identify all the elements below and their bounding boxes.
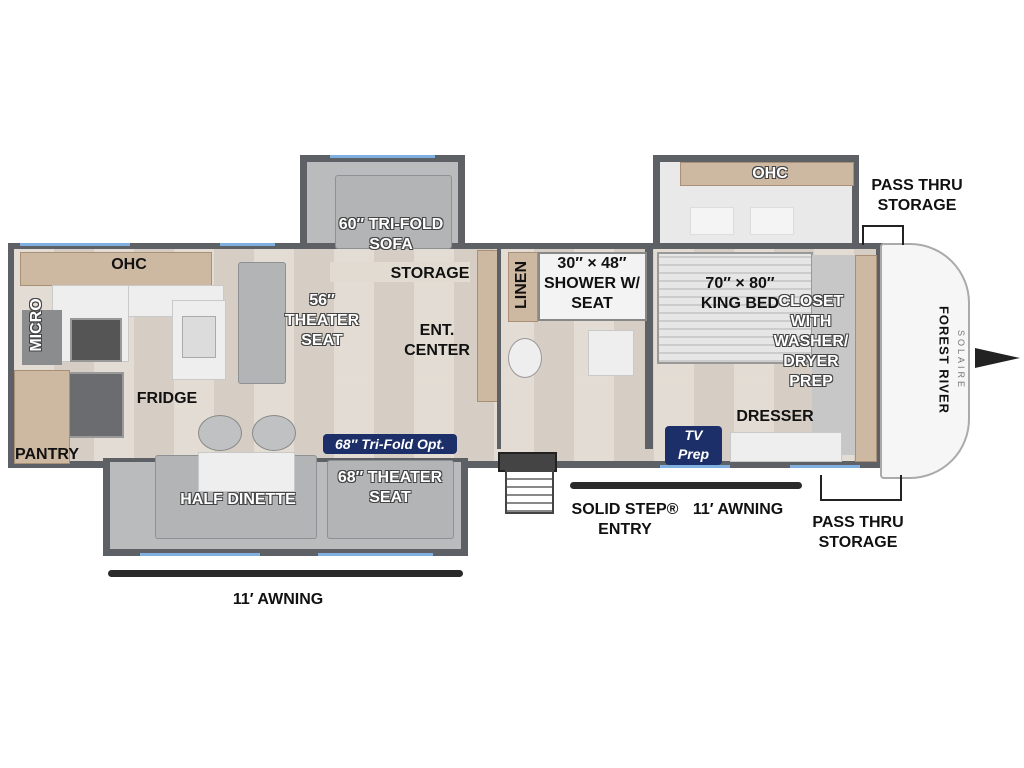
window	[790, 465, 860, 468]
micro-label: MICRO	[28, 298, 45, 352]
label-line: 68″ THEATER	[337, 469, 443, 486]
storage-counter	[330, 262, 470, 282]
tv-prep-badge: TV Prep	[665, 426, 722, 465]
stool[interactable]	[198, 415, 242, 451]
solid-step	[505, 470, 554, 514]
pass-thru-top-label: PASS THRU STORAGE	[871, 176, 962, 216]
pillow	[690, 207, 734, 235]
kitchen-ohc-cabinet	[20, 252, 212, 286]
theater-56-label: 56″ THEATER SEAT	[285, 291, 359, 351]
label-line: CENTER	[404, 342, 470, 359]
front-cap	[880, 243, 970, 479]
label-line: 30″ × 48″	[557, 255, 627, 272]
awning-bottom	[108, 570, 463, 577]
bedroom-ohc-cabinet	[680, 162, 854, 186]
label-line: DRYER	[783, 353, 839, 370]
awning-right-label: 11′ AWNING	[692, 501, 784, 518]
pantry-label: PANTRY	[15, 446, 79, 463]
label-line: SEAT	[301, 332, 343, 349]
half-dinette-label: HALF DINETTE	[180, 491, 296, 508]
fridge-label: FRIDGE	[136, 390, 198, 407]
label-line: 56″	[309, 292, 335, 309]
linen-label: LINEN	[513, 261, 530, 309]
dinette-table	[198, 452, 295, 492]
shower-label: 30″ × 48″ SHOWER W/SEAT	[544, 254, 640, 314]
label-line: ENT.	[419, 322, 455, 339]
bath-wall-right	[645, 249, 653, 449]
window	[220, 243, 275, 246]
window	[318, 553, 433, 556]
window	[660, 465, 730, 468]
window	[330, 155, 435, 158]
fridge	[68, 372, 124, 438]
shower	[538, 252, 647, 321]
king-bed[interactable]	[657, 252, 813, 364]
label-line: WITH	[790, 313, 832, 330]
label-line: STORAGE	[818, 534, 898, 551]
sink	[182, 316, 216, 358]
label-line: KING BED	[700, 295, 780, 312]
bed-label: 70″ × 80″ KING BED	[701, 274, 779, 314]
awning-bottom-label: 11′ AWNING	[232, 591, 324, 608]
tri-fold-sofa[interactable]	[335, 175, 452, 249]
closet-door	[855, 255, 877, 462]
bedroom-ohc-label: OHC	[752, 165, 788, 182]
sofa-label-line: 60″ TRI-FOLD	[338, 216, 444, 233]
dresser	[730, 432, 842, 462]
label-line: SHOWER W/	[544, 275, 640, 292]
label-line: PASS THRU	[812, 514, 904, 531]
stool[interactable]	[252, 415, 296, 451]
theater-seat-68[interactable]	[327, 460, 454, 539]
logo-model: SOLAIRE	[956, 329, 966, 391]
pass-thru-bottom-label: PASS THRU STORAGE	[812, 513, 903, 553]
bath-wall	[497, 249, 501, 449]
stove	[70, 318, 122, 362]
label-line: STORAGE	[877, 197, 957, 214]
sofa-label: 60″ TRI-FOLD SOFA	[339, 215, 444, 255]
tri-fold-opt-badge: 68″ Tri-Fold Opt.	[323, 434, 457, 454]
awning-right	[570, 482, 802, 489]
ent-center-label: ENT. CENTER	[404, 321, 470, 361]
label-line: ENTRY	[598, 521, 652, 538]
dresser-label: DRESSER	[736, 408, 814, 425]
label-line: PREP	[789, 373, 833, 390]
label-line: 70″ × 80″	[705, 275, 775, 292]
logo-brand: FOREST RIVER	[936, 305, 952, 415]
toilet	[508, 338, 542, 378]
kitchen-ohc-label: OHC	[111, 256, 147, 273]
window	[140, 553, 260, 556]
linen-cabinet	[508, 252, 538, 322]
pass-thru-storage-top[interactable]	[862, 225, 904, 245]
window	[20, 243, 130, 246]
storage-label: STORAGE	[390, 265, 470, 282]
label-line: TV	[684, 427, 703, 443]
bath-sink	[588, 330, 634, 376]
solid-step-label: SOLID STEP® ENTRY	[572, 500, 679, 540]
sofa-label-line: SOFA	[369, 236, 413, 253]
theater-seat-56[interactable]	[238, 262, 286, 384]
label-line: WASHER/	[773, 333, 849, 350]
closet-label: CLOSET WITH WASHER/DRYER PREP	[774, 292, 849, 392]
label-line: SEAT	[369, 489, 411, 506]
pass-thru-storage-bottom[interactable]	[820, 475, 902, 501]
label-line: PASS THRU	[871, 177, 963, 194]
label-line: SEAT	[571, 295, 613, 312]
theater-68-label: 68″ THEATER SEAT	[338, 468, 442, 508]
label-line: CLOSET	[778, 293, 844, 310]
pantry-cabinet	[14, 370, 70, 464]
entry-door[interactable]	[498, 452, 557, 472]
label-line: Prep	[677, 446, 710, 462]
pillow	[750, 207, 794, 235]
label-line: THEATER	[284, 312, 360, 329]
label-line: SOLID STEP®	[571, 501, 679, 518]
kitchen-island	[172, 300, 226, 380]
hitch	[975, 348, 1020, 368]
microwave	[22, 310, 62, 365]
